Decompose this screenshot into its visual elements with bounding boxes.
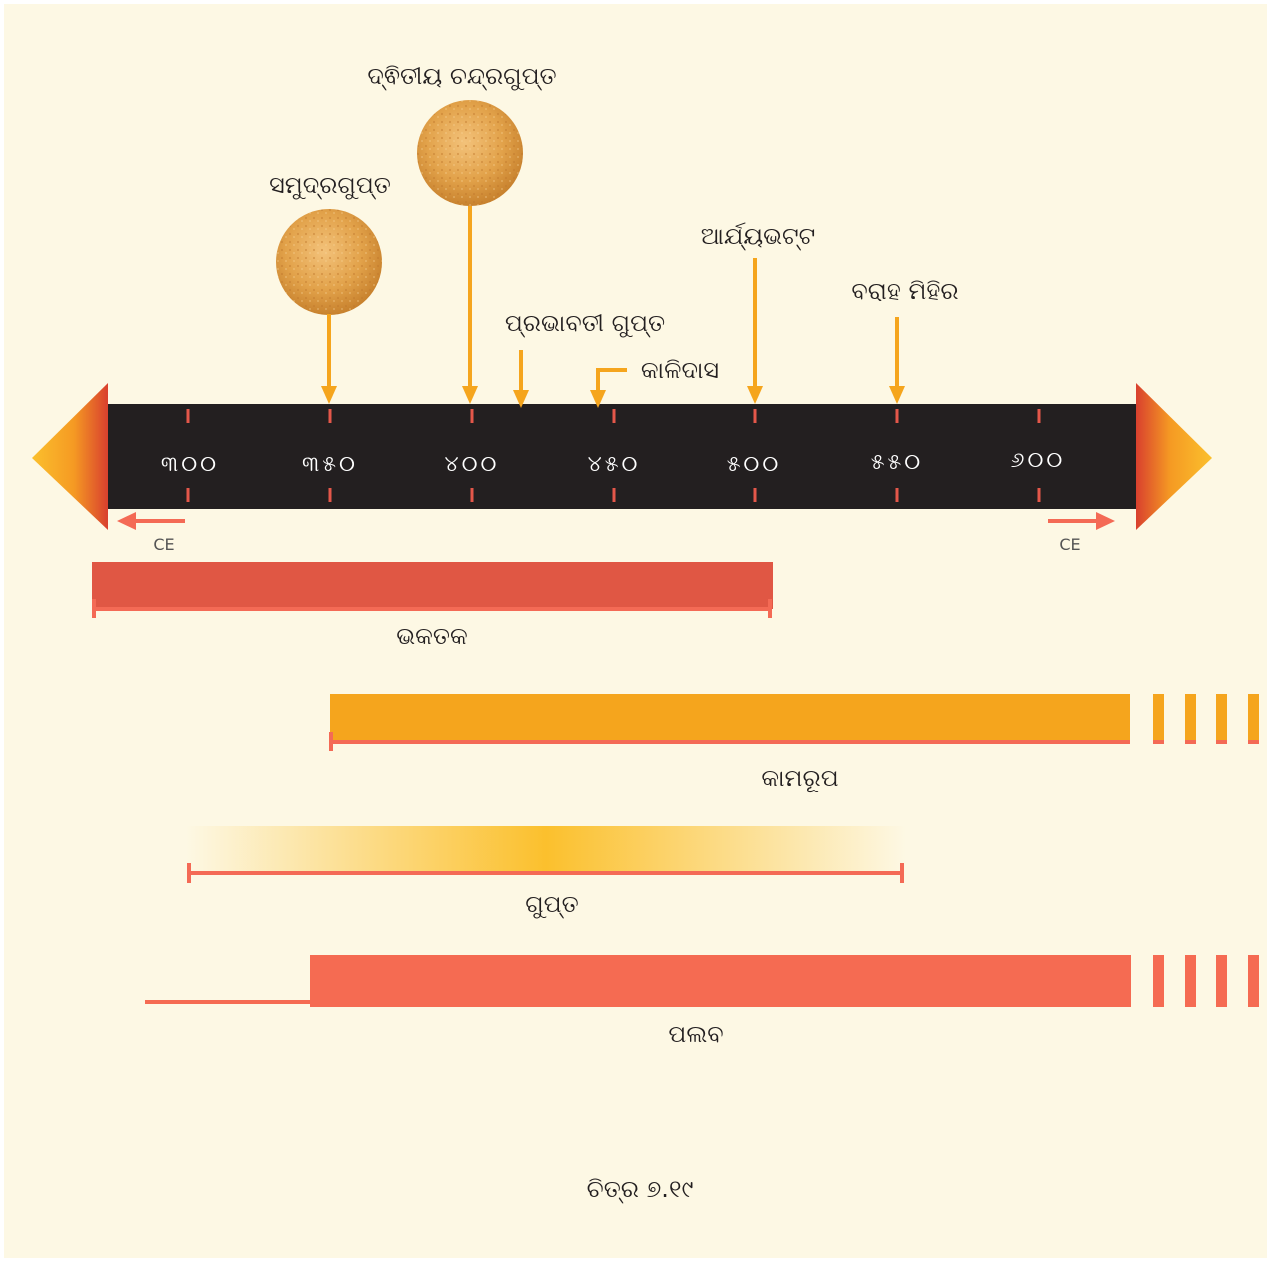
background (4, 4, 1267, 1258)
gupta-label: ଗୁପ୍ତ (525, 890, 579, 919)
year-label: ୩୦୦ (161, 452, 219, 477)
left-arrowhead (32, 383, 108, 530)
year-label: ୪୫୦ (588, 452, 641, 477)
era-label-left: CE (153, 535, 174, 554)
kalidasa-arrow (596, 368, 627, 394)
year-label: ୪୦୦ (445, 452, 500, 477)
year-label: ୫୦୦ (727, 452, 782, 477)
right-arrowhead (1136, 383, 1212, 530)
event-labels: ସମୁଦ୍ରଗୁପ୍ତ ଦ୍ଵିତୀୟ ଚନ୍ଦ୍ରଗୁପ୍ତ ପ୍ରଭାବତୀ… (269, 62, 959, 384)
era-left: CE (117, 512, 185, 554)
samudragupta-coin-icon (276, 209, 382, 315)
era-label-right: CE (1059, 535, 1080, 554)
pallava-label: ପଲବ (668, 1020, 723, 1048)
year-labels: ୩୦୦ ୩୫୦ ୪୦୦ ୪୫୦ ୫୦୦ ୫୫୦ ୬୦୦ (161, 448, 1066, 477)
gupta-bar: ଗୁପ୍ତ (186, 826, 906, 919)
samudragupta-label: ସମୁଦ୍ରଗୁପ୍ତ (269, 171, 391, 200)
timeline-ticks (186, 409, 1041, 502)
chandragupta-label: ଦ୍ଵିତୀୟ ଚନ୍ଦ୍ରଗୁପ୍ତ (367, 62, 556, 91)
varahamihira-label: ବରାହ ମିହିର (851, 277, 958, 305)
prabhavati-label: ପ୍ରଭାବତୀ ଗୁପ୍ତ (505, 309, 665, 338)
timeline-band (104, 404, 1140, 509)
era-right: CE (1048, 512, 1115, 554)
figure-caption: ଚିତ୍ର ୭.୧୯ (587, 1175, 694, 1204)
year-label: ୩୫୦ (302, 452, 358, 477)
aryabhata-label: ଆର୍ଯ୍ୟଭଟ୍ଟ (701, 222, 816, 251)
kalidasa-label: କାଳିଦାସ (641, 356, 719, 384)
year-label: ୫୫୦ (871, 450, 923, 475)
event-arrows (321, 206, 905, 408)
kamarupa-bar: କାମରୂପ (329, 694, 1259, 793)
pallava-bar: ପଲବ (145, 955, 1259, 1048)
chandragupta-coin-icon (417, 100, 523, 206)
vakataka-label: ଭକତକ (396, 622, 467, 650)
vakataka-bar: ଭକତକ (92, 562, 773, 650)
year-label: ୬୦୦ (1011, 448, 1066, 473)
kamarupa-label: କାମରୂପ (761, 764, 838, 793)
